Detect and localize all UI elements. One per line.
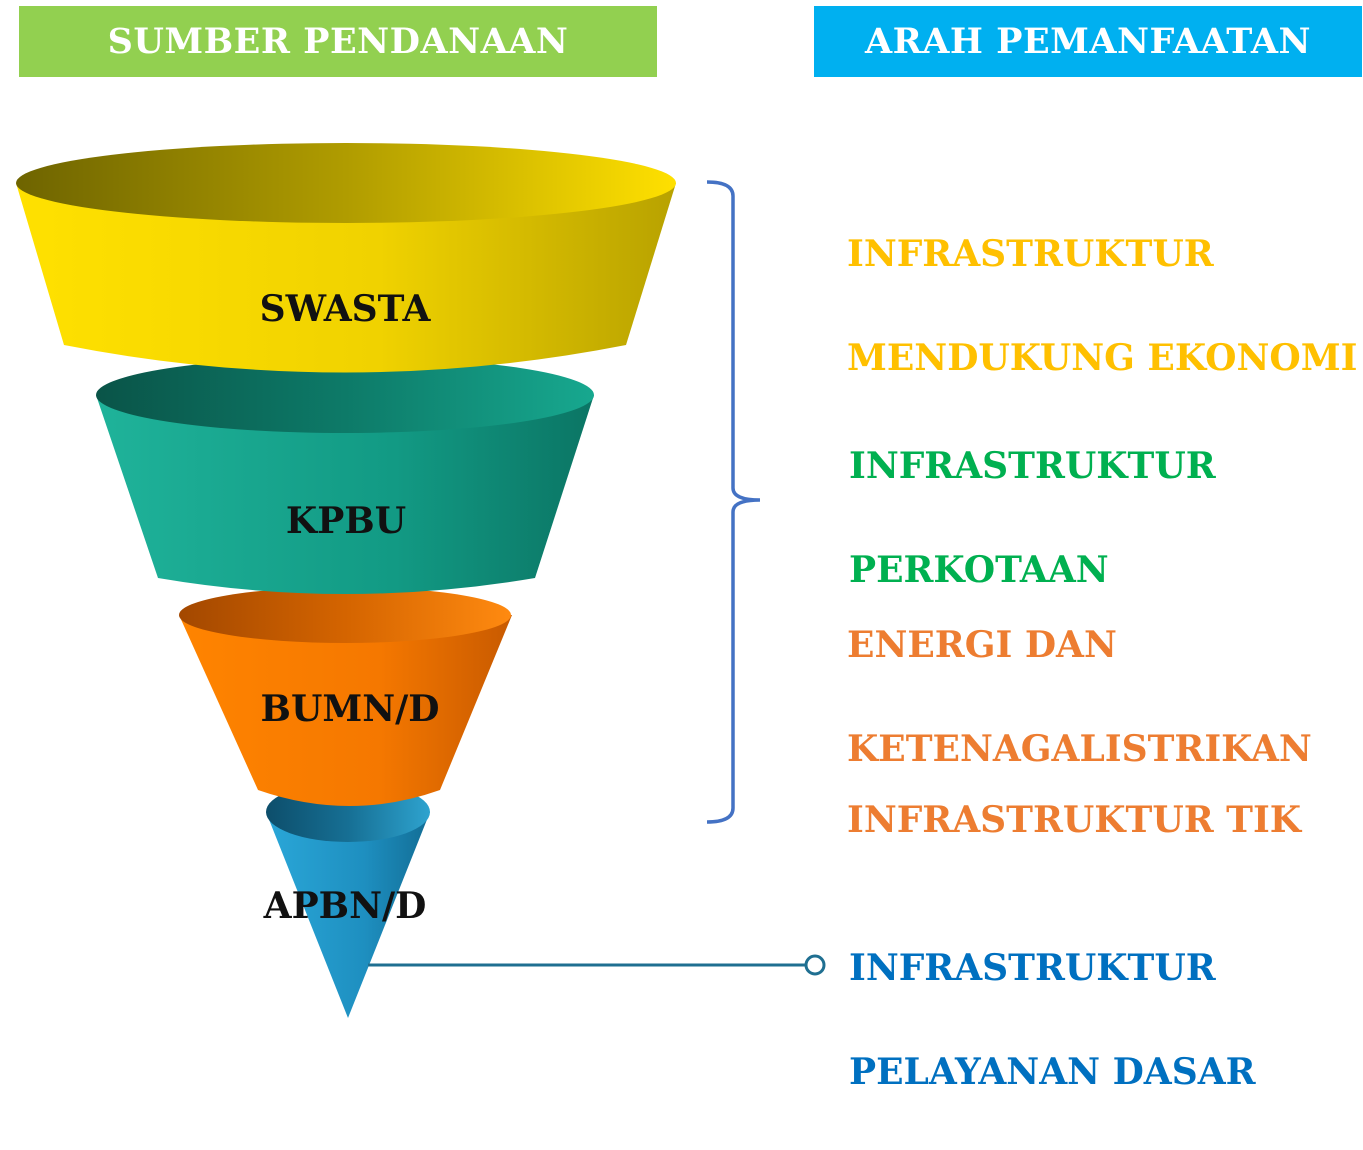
- funnel-segment-kpbu: [96, 357, 594, 594]
- use-line-2: PELAYANAN DASAR: [849, 1051, 1256, 1093]
- bracket: [706, 180, 761, 824]
- label-bumn: BUMN/D: [260, 688, 440, 730]
- funnel-segment-swasta: [16, 143, 676, 373]
- use-energi: ENERGI DAN KETENAGALISTRIKAN: [847, 567, 1312, 827]
- use-line-2: PERKOTAAN: [849, 549, 1109, 591]
- use-line-1: INFRASTRUKTUR: [849, 947, 1216, 989]
- use-line-1: INFRASTRUKTUR: [849, 445, 1216, 487]
- header-arah-pemanfaatan: ARAH PEMANFAATAN: [814, 6, 1362, 77]
- use-line-1: INFRASTRUKTUR: [847, 233, 1214, 275]
- connector-endpoint: [804, 954, 826, 976]
- header-sumber-pendanaan: SUMBER PENDANAAN: [19, 6, 657, 77]
- use-line-1: INFRASTRUKTUR TIK: [847, 799, 1302, 841]
- label-apbn: APBN/D: [263, 885, 427, 927]
- label-kpbu: KPBU: [285, 500, 407, 542]
- use-mendukung-ekonomi: INFRASTRUKTUR MENDUKUNG EKONOMI: [847, 176, 1357, 436]
- use-line-2: KETENAGALISTRIKAN: [847, 728, 1312, 770]
- use-perkotaan: INFRASTRUKTUR PERKOTAAN: [849, 388, 1216, 648]
- use-tik: INFRASTRUKTUR TIK: [847, 742, 1301, 898]
- funnel-segment-bumn: [179, 587, 512, 806]
- use-line-2: MENDUKUNG EKONOMI: [847, 337, 1358, 379]
- use-pelayanan-dasar: INFRASTRUKTUR PELAYANAN DASAR: [849, 890, 1256, 1150]
- label-swasta: SWASTA: [259, 288, 431, 330]
- funnel-diagram: [16, 143, 826, 1018]
- use-line-1: ENERGI DAN: [847, 624, 1117, 666]
